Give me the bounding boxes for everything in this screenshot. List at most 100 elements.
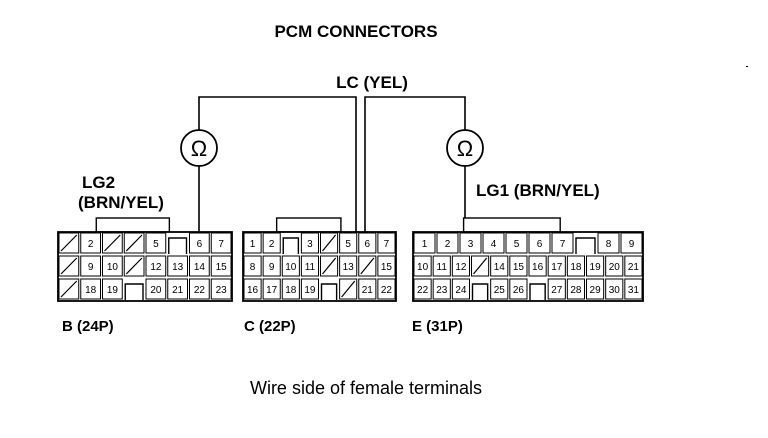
pin-frame [281, 278, 300, 300]
diagram-title: PCM CONNECTORS [274, 22, 437, 41]
pin-frame [605, 278, 624, 300]
pin-cell: 2 [262, 232, 281, 254]
pin-frame [210, 232, 232, 254]
pin-cell: 10 [413, 255, 432, 277]
key-notch [168, 237, 188, 254]
pin-number: 24 [455, 285, 467, 296]
pin-frame [620, 232, 643, 254]
pin-frame [490, 255, 509, 277]
pin-cell: 22 [413, 278, 432, 300]
pin-cell: 18 [80, 278, 101, 300]
pin-cell: 10 [281, 255, 300, 277]
pin-frame [586, 278, 605, 300]
pin-number: 11 [437, 262, 448, 273]
pin-frame [551, 232, 574, 254]
unused-slash [125, 234, 143, 252]
pin-number: 15 [216, 262, 228, 273]
connector-label-e: E (31P) [412, 318, 463, 335]
unused-slash [125, 257, 143, 275]
pin-cell: 5 [505, 232, 528, 254]
pin-cell: 7 [210, 232, 232, 254]
unused-slash [322, 234, 337, 252]
pin-cell: 12 [451, 255, 471, 277]
pin-frame [358, 232, 377, 254]
pin-number: 19 [590, 262, 602, 273]
connector-key-slot [124, 283, 144, 300]
pin-cell: 2 [436, 232, 459, 254]
pin-cell: 17 [547, 255, 566, 277]
pin-number: 15 [381, 262, 393, 273]
pin-frame [377, 232, 396, 254]
pin-frame [339, 232, 358, 254]
pin-frame [432, 278, 451, 300]
pin-frame [300, 255, 319, 277]
key-notch [320, 283, 338, 300]
connector-key-slot [529, 283, 546, 300]
pin-cell: 1 [243, 232, 262, 254]
pin-unused [58, 278, 80, 300]
ohmmeter-circle [180, 129, 218, 167]
pin-frame [566, 278, 585, 300]
pin-number: 19 [107, 285, 119, 296]
pin-frame [377, 255, 396, 277]
pin-number: 23 [436, 285, 448, 296]
pin-cell: 16 [243, 278, 262, 300]
pin-cell: 15 [210, 255, 232, 277]
pin-cell: 9 [262, 255, 281, 277]
pin-cell: 19 [586, 255, 605, 277]
pin-number: 14 [494, 262, 506, 273]
pin-number: 1 [250, 239, 256, 250]
pin-cell: 30 [605, 278, 624, 300]
pin-frame [262, 278, 281, 300]
pin-number: 14 [194, 262, 206, 273]
wire-label-lg2: LG2 [82, 173, 115, 192]
pin-unused [358, 255, 377, 277]
pin-number: 3 [307, 239, 313, 250]
pin-cell: 8 [597, 232, 620, 254]
pin-frame [482, 232, 505, 254]
pin-frame [547, 255, 566, 277]
pin-number: 7 [560, 239, 566, 250]
pin-number: 9 [88, 262, 94, 273]
pin-cell: 22 [189, 278, 210, 300]
pin-number: 5 [345, 239, 351, 250]
pin-cell: 23 [210, 278, 232, 300]
pin-unused [58, 255, 80, 277]
pin-frame [358, 278, 377, 300]
pin-cell: 3 [300, 232, 319, 254]
pin-number: 18 [85, 285, 97, 296]
pin-cell: 4 [482, 232, 505, 254]
pin-cell: 2 [80, 232, 101, 254]
pin-frame [451, 278, 471, 300]
pin-cell: 15 [377, 255, 396, 277]
pin-number: 13 [343, 262, 355, 273]
pin-frame [413, 278, 432, 300]
connector-latch [275, 217, 342, 233]
pin-frame [210, 278, 232, 300]
key-notch [471, 283, 489, 300]
unused-slash [473, 257, 488, 275]
ohm-icon: Ω [457, 136, 473, 161]
pin-cell: 10 [102, 255, 123, 277]
pin-cell: 14 [189, 255, 210, 277]
unused-slash [60, 257, 78, 275]
unused-slash [60, 280, 78, 298]
pin-frame [624, 255, 643, 277]
ohmmeter-circle [446, 129, 484, 167]
pin-frame [145, 255, 167, 277]
pin-frame [339, 255, 358, 277]
pin-number: 5 [514, 239, 520, 250]
pin-frame [262, 255, 281, 277]
pin-number: 11 [305, 262, 316, 273]
pin-number: 28 [570, 285, 582, 296]
pin-frame [167, 255, 188, 277]
pin-frame [509, 278, 528, 300]
pin-number: 3 [468, 239, 474, 250]
pin-cell: 19 [300, 278, 319, 300]
pin-frame [547, 278, 566, 300]
pin-frame [413, 255, 432, 277]
pin-frame [80, 255, 101, 277]
pin-number: 2 [445, 239, 451, 250]
